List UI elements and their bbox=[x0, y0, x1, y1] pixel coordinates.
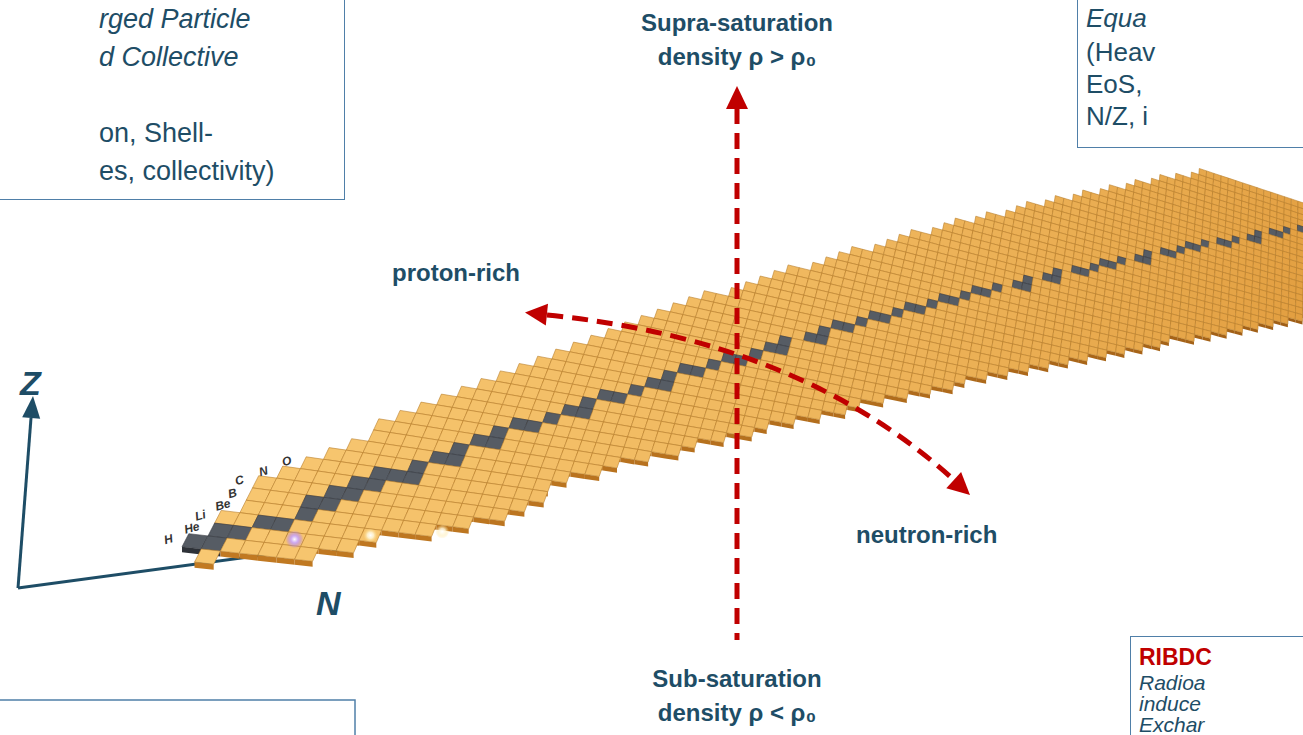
nuclide-cell bbox=[1281, 315, 1289, 327]
nuclide-cell bbox=[1266, 318, 1274, 330]
z-axis-line bbox=[18, 418, 31, 588]
nuclide-cells bbox=[182, 169, 1303, 570]
nuclide-cell bbox=[1288, 311, 1295, 323]
nuclide-cell bbox=[1273, 313, 1281, 325]
nuclide-cell bbox=[1295, 313, 1302, 325]
nuclide-cell bbox=[1258, 316, 1266, 328]
